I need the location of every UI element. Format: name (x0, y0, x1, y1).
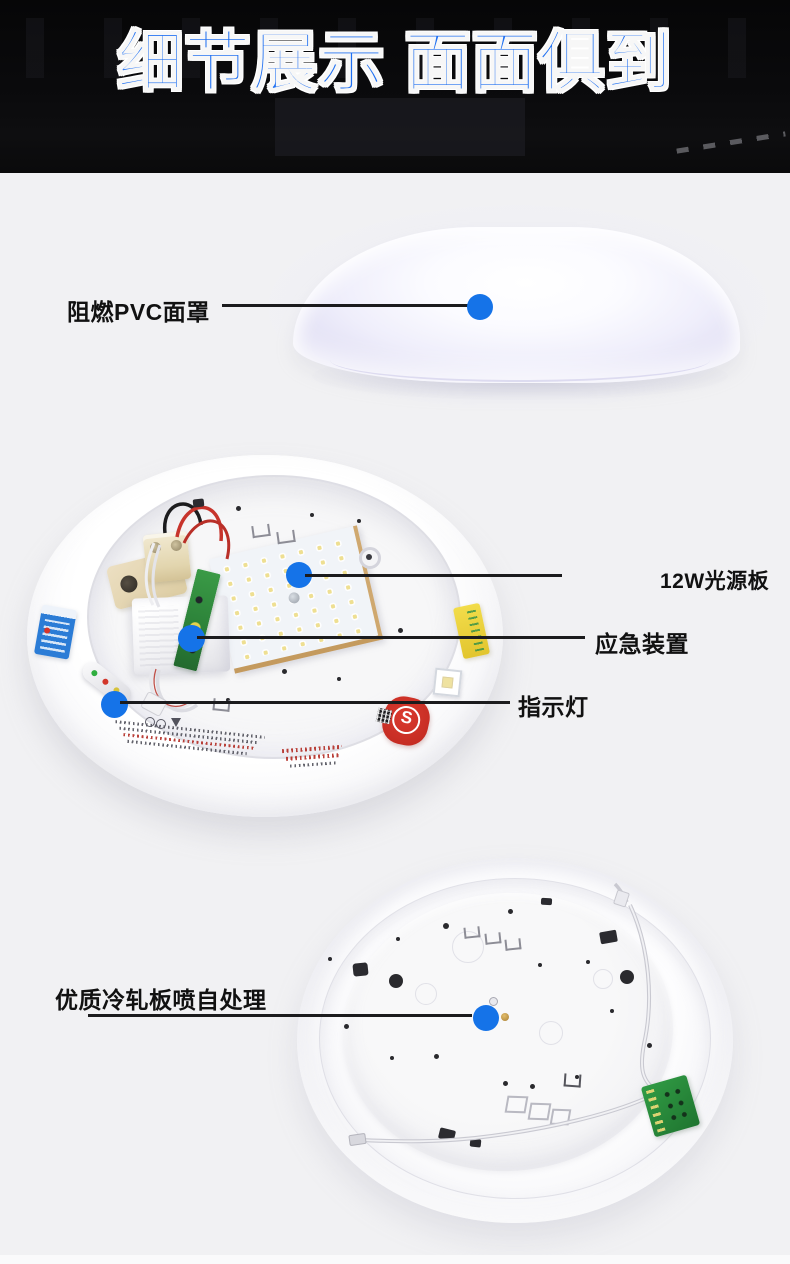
hole (236, 506, 241, 511)
slot (484, 932, 502, 945)
cold-rolled-plate-callout-dot (473, 1005, 499, 1031)
page-bottom-strip (0, 1255, 790, 1264)
led-board-label: 12W光源板 (660, 570, 770, 593)
embossed-ring (415, 983, 437, 1005)
terminal-block (142, 530, 192, 584)
back-plate-ring (319, 878, 711, 1199)
pvc-cover-callout-dot (467, 294, 493, 320)
hole (508, 909, 513, 914)
led-board-leader-line (305, 574, 562, 577)
qr-code-sticker (375, 707, 393, 725)
hole (328, 957, 332, 961)
brass-screw (501, 1013, 509, 1021)
hole (390, 1056, 394, 1060)
hole (352, 962, 369, 977)
slot (276, 529, 296, 545)
header-title: 细节展示 面面俱到 (116, 25, 673, 99)
hole (503, 1081, 508, 1086)
indicator-leader-line (120, 701, 510, 704)
back-plate-photo (297, 858, 733, 1223)
center-hole (489, 997, 498, 1006)
hole (389, 974, 403, 988)
cert-triangle-icon (171, 718, 181, 727)
hole (469, 1138, 482, 1148)
punched-tab (504, 1095, 529, 1114)
hole (434, 1054, 439, 1059)
indicator-label: 指示灯 (518, 694, 589, 720)
hole (620, 970, 634, 984)
screw-hole (359, 547, 381, 569)
slot (504, 938, 522, 951)
hole (443, 923, 449, 929)
hole (610, 1009, 614, 1013)
hole (192, 498, 205, 508)
hole (396, 937, 400, 941)
slot (251, 523, 271, 539)
embossed-ring (539, 1021, 563, 1045)
hole (647, 1043, 652, 1048)
hole (538, 963, 542, 967)
hole (344, 1024, 349, 1029)
hole (530, 1084, 535, 1089)
slot (463, 926, 481, 939)
punched-tab (549, 1108, 572, 1126)
hole (357, 519, 361, 523)
city-skyline-decor (0, 18, 790, 78)
hole (575, 1075, 579, 1079)
road-sign-decor (275, 98, 525, 156)
emergency-label: 应急装置 (595, 631, 689, 657)
cold-rolled-plate-leader-line (88, 1014, 472, 1017)
pvc-cover-leader-line (222, 304, 468, 307)
embossed-ring (452, 931, 484, 963)
cable-connector (348, 1132, 367, 1147)
indicator-led-green (90, 668, 99, 678)
cert-icon (156, 719, 166, 729)
pvc-cover-label: 阻燃PVC面罩 (67, 299, 210, 325)
header-banner: 细节展示 面面俱到 (0, 0, 790, 173)
dome-crease-decor (330, 338, 710, 382)
emergency-leader-line (197, 636, 585, 639)
indicator-led-red (101, 677, 110, 686)
cert-icon (145, 717, 155, 727)
hole (310, 513, 314, 517)
hole (586, 960, 590, 964)
hole (226, 698, 230, 702)
hole (540, 897, 553, 906)
road-marking-decor (676, 131, 786, 154)
led-chip-sticker (432, 667, 463, 698)
indicator-callout-dot (101, 691, 128, 718)
hole (398, 628, 403, 633)
cold-rolled-plate-label: 优质冷轧板喷自处理 (55, 987, 267, 1013)
slot (563, 1073, 582, 1088)
punched-tab (527, 1102, 552, 1121)
hole (282, 669, 287, 674)
embossed-ring (593, 969, 613, 989)
hole (337, 677, 341, 681)
